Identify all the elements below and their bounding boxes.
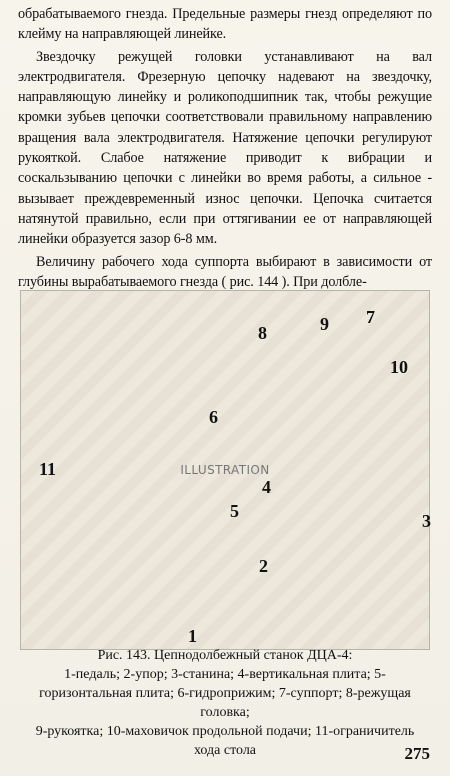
paragraph-3: Величину рабочего хода суппорта выбирают…: [18, 253, 432, 290]
page-number: 275: [404, 744, 431, 763]
illustration-placeholder: illustration: [20, 290, 430, 650]
callout-7: 7: [366, 307, 375, 327]
callout-1: 1: [188, 626, 197, 646]
body-text: обрабатываемого гнезда. Предельные разме…: [18, 4, 432, 294]
callout-2: 2: [259, 556, 268, 576]
illustration-label: illustration: [180, 463, 270, 477]
figure-caption: Рис. 143. Цепнодолбежный станок ДЦА-4: 1…: [18, 646, 432, 760]
callout-9: 9: [320, 314, 329, 334]
machine-illustration: illustration 8 9 7 10 6 11 4 5 3 2 1: [20, 290, 431, 650]
callout-8: 8: [258, 323, 267, 343]
caption-line-3: хода стола: [193, 743, 257, 758]
callout-11: 11: [39, 459, 57, 479]
caption-line-2: 9-рукоятка; 10-маховичок продольной пода…: [35, 724, 415, 739]
callout-6: 6: [209, 407, 218, 427]
callout-4: 4: [262, 477, 271, 497]
caption-line-1: 1-педаль; 2-упор; 3-станина; 4-вертикаль…: [39, 667, 411, 720]
callout-5: 5: [230, 501, 239, 521]
caption-title: Рис. 143. Цепнодолбежный станок ДЦА-4:: [97, 648, 353, 663]
paragraph-1: обрабатываемого гнезда. Предельные разме…: [18, 6, 432, 43]
callout-3: 3: [422, 511, 431, 531]
paragraph-2: Звездочку режущей головки устанавливают …: [18, 48, 432, 248]
callout-10: 10: [390, 357, 408, 377]
